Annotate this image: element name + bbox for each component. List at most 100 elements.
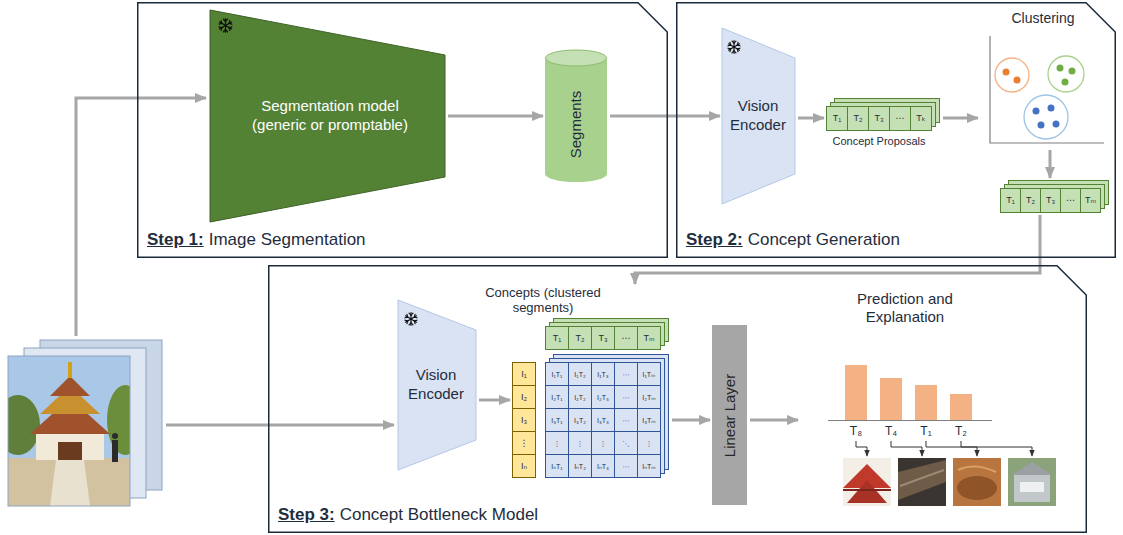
concept-token: T₁ — [1001, 189, 1021, 213]
flow-arrow — [479, 399, 510, 402]
step-number: Step 1: — [147, 230, 204, 250]
token-strip: T₁T₂T₃⋯Tₘ — [1000, 180, 1109, 212]
flow-arrow — [750, 419, 798, 422]
similarity-cell: I₂T₃ — [592, 386, 615, 409]
frozen-icon — [219, 19, 233, 33]
panel-border — [138, 3, 668, 258]
layer-fill — [712, 325, 747, 505]
concept-token: T₂ — [569, 327, 592, 350]
step-title: Concept Bottleneck Model — [340, 505, 538, 525]
explanation-arrow — [961, 441, 1032, 456]
panel-border — [269, 266, 1087, 533]
concept-token: ⋯ — [615, 327, 638, 350]
cylinder-top — [546, 50, 607, 66]
prediction-bars — [828, 365, 992, 421]
shape-label-area: Vision Encoder — [724, 78, 792, 154]
explanation-arrow — [856, 441, 867, 456]
concept-thumbnail — [1014, 475, 1050, 502]
similarity-cell: I₁T₁ — [546, 363, 569, 386]
similarity-matrix: I₁T₁I₁T₂I₁T₃⋯I₁TₘI₂T₁I₂T₂I₂T₃⋯I₂TₘI₃T₁I₃… — [545, 354, 669, 478]
image-embedding: I₁ — [513, 363, 536, 386]
input-arrow — [76, 98, 206, 336]
frozen-icon — [405, 313, 418, 326]
panel-heading: Step 1:Image Segmentation — [147, 226, 507, 254]
temple-photo — [58, 442, 82, 460]
similarity-cell: IₙTₘ — [638, 455, 661, 478]
temple-photo — [8, 395, 40, 455]
similarity-cell: ⋯ — [615, 386, 638, 409]
similarity-cell: I₁Tₘ — [638, 363, 661, 386]
prediction-bars — [915, 385, 937, 420]
flow-arrow — [635, 215, 1040, 284]
bar-label: T₂ — [955, 424, 967, 438]
cluster-plot — [990, 36, 1104, 143]
concept-token: T₃ — [869, 107, 890, 131]
similarity-cell: ⋮ — [638, 432, 661, 455]
concept-thumbnail — [843, 458, 1056, 506]
image-embedding: I₃ — [513, 409, 536, 432]
similarity-cell: I₃T₁ — [546, 409, 569, 432]
temple-photo — [112, 433, 118, 439]
concept-thumbnail — [898, 460, 946, 500]
temple-photo — [50, 376, 90, 396]
clustering-plot: Clustering — [980, 8, 1106, 147]
cluster-plot — [1038, 122, 1045, 129]
temple-photo — [68, 362, 72, 378]
rotated-label-area: Segments — [545, 66, 607, 182]
concept-token: T₂ — [1021, 189, 1041, 213]
similarity-cell: I₂T₂ — [569, 386, 592, 409]
prediction-bars — [950, 394, 972, 420]
step-panel: Vision Encoder T₁T₂T₃⋯TₖConcept Proposals… — [676, 2, 1116, 258]
prediction-bars — [845, 365, 867, 420]
bar-label-slot: T₂ — [949, 423, 973, 438]
matrix-stack-layer — [554, 355, 669, 470]
temple-photo — [8, 458, 130, 506]
shape-label: Vision Encoder — [401, 366, 471, 404]
strip-caption: Concepts (clustered segments) — [478, 286, 608, 316]
cluster-plot — [995, 58, 1029, 92]
shape-label-area: Vision Encoder — [401, 350, 471, 420]
concept-thumbnail — [900, 470, 944, 486]
chart-title: Prediction and Explanation — [845, 290, 965, 326]
bar-label: T₄ — [885, 424, 897, 438]
token-strip: T₁T₂T₃⋯TₖConcept Proposals — [826, 98, 940, 150]
segments-cylinder: Segments — [545, 50, 607, 182]
step-panel: Segmentation model (generic or promptabl… — [137, 2, 668, 258]
cluster-plot — [1048, 105, 1055, 112]
step-panel: Vision Encoder T₁T₂T₃⋯Tₘ Concepts (cluster… — [268, 265, 1087, 533]
strip-caption: Concept Proposals — [833, 135, 926, 148]
concept-thumbnail — [958, 466, 996, 472]
cluster-plot — [1024, 95, 1068, 139]
token-row: T₁T₂T₃⋯Tₘ — [1000, 188, 1101, 213]
shape-label-area: Segmentation model (generic or promptabl… — [240, 60, 420, 172]
similarity-cell: I₂Tₘ — [638, 386, 661, 409]
concept-token: T₁ — [827, 107, 848, 131]
token-row: T₁T₂T₃⋯Tₘ — [545, 326, 661, 350]
flow-arrow — [448, 115, 543, 118]
temple-photo — [112, 440, 118, 462]
explanation-arrow — [891, 441, 922, 456]
concept-thumbnail — [898, 458, 946, 506]
token-row: T₁T₂T₃⋯Tₖ — [826, 106, 932, 131]
similarity-cell: I₃T₃ — [592, 409, 615, 432]
caption-area: Concept Proposals — [826, 133, 932, 149]
bar-label-slot: T₁ — [914, 423, 938, 438]
concept-token: T₃ — [1041, 189, 1061, 213]
input-arrow — [166, 424, 394, 427]
cylinder-body — [545, 58, 607, 182]
similarity-cell: ⋮ — [592, 432, 615, 455]
input-image-stack — [8, 356, 130, 506]
token-strip: T₁T₂T₃⋯Tₘ Concepts (clustered segments) — [478, 286, 669, 349]
image-embedding: Iₙ — [513, 455, 536, 478]
trapezoid-shape — [398, 300, 476, 470]
matrix-grid: I₁T₁I₁T₂I₁T₃⋯I₁TₘI₂T₁I₂T₂I₂T₃⋯I₂TₘI₃T₁I₃… — [545, 362, 661, 478]
concept-token: T₃ — [592, 327, 615, 350]
linear-layer-box: Linear Layer — [712, 325, 747, 505]
cluster-plot — [1033, 108, 1040, 115]
prediction-bars — [880, 378, 902, 420]
input-image-stack — [0, 340, 162, 506]
temple-photo — [107, 385, 130, 455]
layer-label: Linear Layer — [721, 373, 738, 456]
similarity-cell: IₙT₂ — [569, 455, 592, 478]
concept-thumbnail — [847, 480, 887, 503]
